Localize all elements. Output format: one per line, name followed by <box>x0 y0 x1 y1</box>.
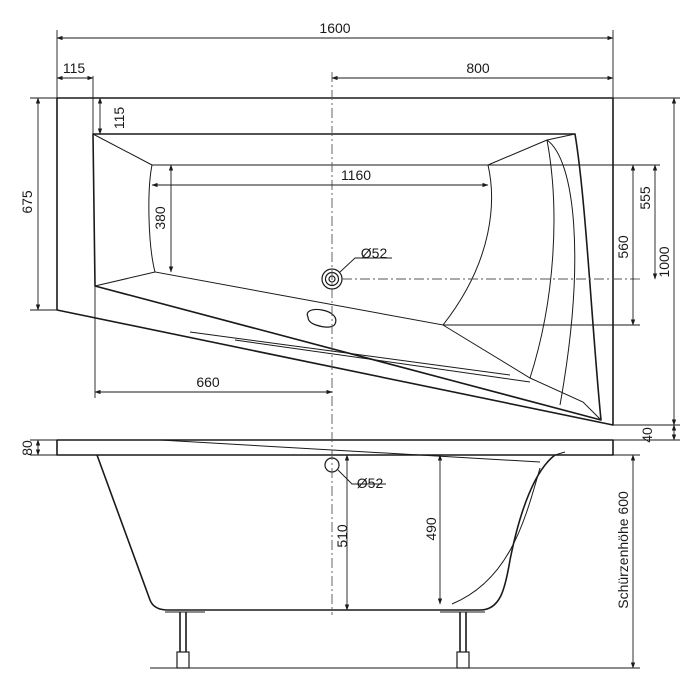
label-apron-height: Schürzenhöhe 600 <box>615 491 631 609</box>
label-dim-555: 555 <box>637 186 653 210</box>
label-inner-length: 1160 <box>341 167 371 183</box>
label-dim-560: 560 <box>615 235 631 259</box>
top-view-front-shading <box>189 331 531 383</box>
dimension-lines <box>30 30 680 669</box>
label-drain-diameter-top: Ø52 <box>361 245 388 261</box>
label-drain-offset: 660 <box>196 374 220 390</box>
top-view-backrest-curve-outer <box>546 139 576 406</box>
label-rim-height: 80 <box>19 440 35 456</box>
side-view-inner-slope <box>159 439 566 463</box>
top-view <box>56 97 614 426</box>
label-depth-510: 510 <box>334 524 350 548</box>
side-view-body <box>96 454 556 611</box>
overflow-icon <box>306 308 337 328</box>
top-view-basin-bottom <box>148 164 492 326</box>
label-inner-width: 380 <box>152 206 168 230</box>
label-top-rim: 115 <box>111 107 127 130</box>
label-depth-490: 490 <box>423 517 439 541</box>
top-view-inner-rim <box>92 133 602 421</box>
dimension-labels: 1600 115 800 115 1160 380 675 Ø52 555 56… <box>19 20 672 609</box>
side-view-legs <box>165 609 485 669</box>
label-left-rim: 115 <box>63 60 86 76</box>
label-half-length: 800 <box>466 60 490 76</box>
side-view <box>56 439 640 669</box>
label-total-length: 1600 <box>319 20 350 36</box>
label-apron-offset: 40 <box>639 427 655 443</box>
label-drain-diameter-side: Ø52 <box>357 475 384 491</box>
side-view-backrest-curve <box>451 467 541 605</box>
top-view-basin-corner-lines <box>92 133 602 421</box>
label-total-width: 1000 <box>656 246 672 277</box>
top-view-backrest-curve-inner <box>529 139 555 379</box>
side-view-rim <box>56 439 614 456</box>
top-view-backrest-top <box>546 133 576 141</box>
label-short-side-width: 675 <box>19 190 35 214</box>
